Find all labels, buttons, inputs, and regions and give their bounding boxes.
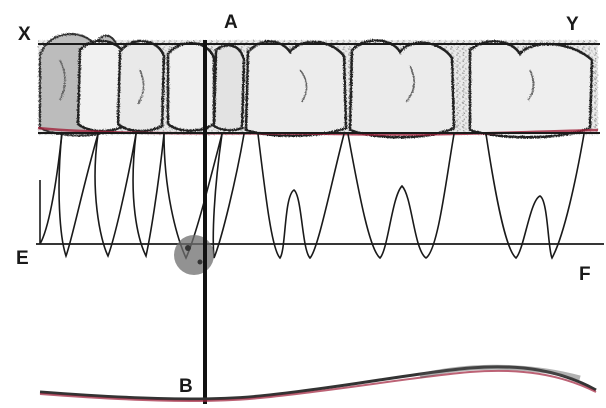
root-4 [133,134,164,256]
label-x: X [18,24,31,45]
label-e: E [16,248,29,269]
root-molar-4 [348,134,454,258]
molar-crown-3 [246,41,346,135]
label-f: F [579,264,591,285]
root-molar-3 [258,134,344,258]
intersection-dot [174,235,214,275]
label-y: Y [566,14,579,35]
premolar-crown-1 [118,41,164,131]
root-2 [59,132,98,256]
root-3 [95,134,136,256]
label-a: A [224,12,238,33]
canine-crown [214,45,244,130]
molar-crown-5 [470,41,592,137]
label-b: B [179,376,193,397]
molar-crown-4 [350,40,454,137]
root-molar-5 [486,134,584,258]
tooth-roots [40,132,584,258]
tooth-crowns-band [38,34,598,137]
premolar-crown-2 [168,43,214,131]
